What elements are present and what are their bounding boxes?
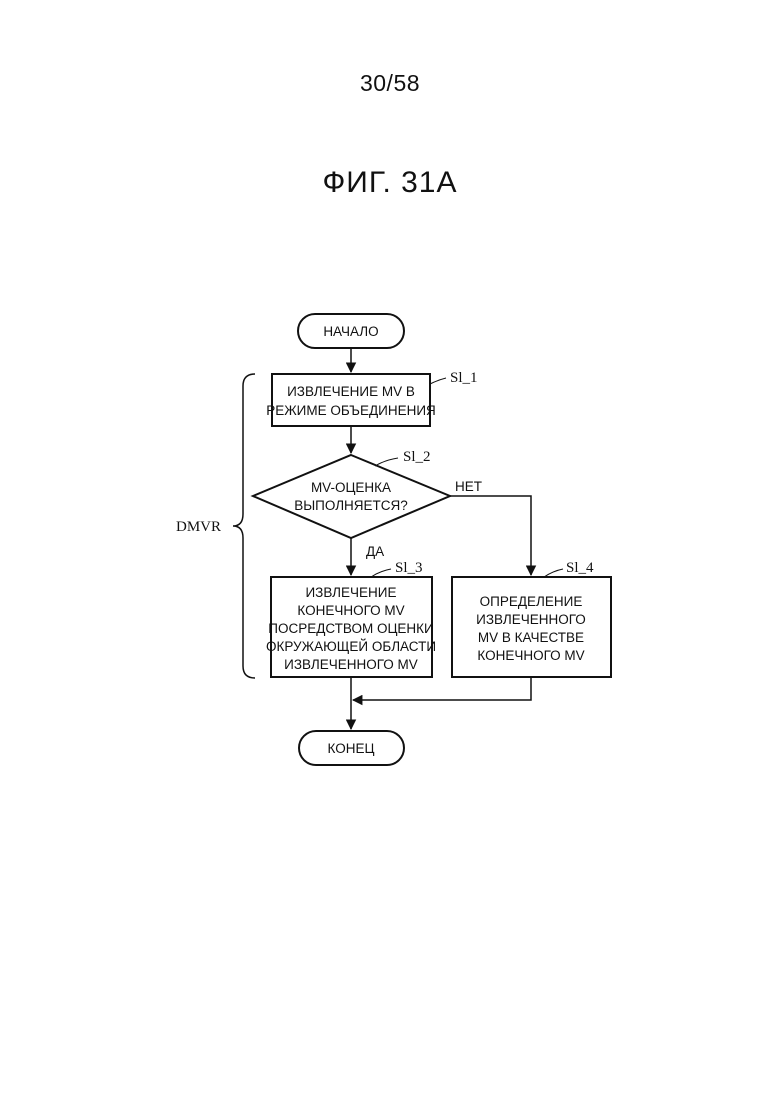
step-4-line-3: MV В КАЧЕСТВЕ bbox=[478, 630, 584, 645]
step-3-ref: Sl_3 bbox=[395, 560, 423, 576]
step-4-line-4: КОНЕЧНОГО MV bbox=[477, 648, 584, 663]
step-4-line-1: ОПРЕДЕЛЕНИЕ bbox=[480, 594, 583, 609]
arrow-no-branch bbox=[450, 496, 531, 575]
yes-label: ДА bbox=[366, 544, 384, 559]
step-1-line-2: РЕЖИМЕ ОБЪЕДИНЕНИЯ bbox=[266, 403, 436, 418]
decision-line-2: ВЫПОЛНЯЕТСЯ? bbox=[294, 498, 408, 513]
step-4-ref: Sl_4 bbox=[566, 560, 594, 576]
start-label: НАЧАЛО bbox=[323, 324, 378, 339]
decision-ref-leader bbox=[375, 458, 398, 466]
step-3-line-1: ИЗВЛЕЧЕНИЕ bbox=[305, 585, 396, 600]
step-1-ref-leader bbox=[430, 378, 446, 384]
end-terminal: КОНЕЦ bbox=[299, 731, 404, 765]
step-4-ref-leader bbox=[544, 569, 563, 577]
decision-step-2: MV-ОЦЕНКА ВЫПОЛНЯЕТСЯ? bbox=[253, 455, 450, 538]
step-4-line-2: ИЗВЛЕЧЕННОГО bbox=[476, 612, 586, 627]
step-3-line-5: ИЗВЛЕЧЕННОГО MV bbox=[284, 657, 418, 672]
step-3-ref-leader bbox=[371, 569, 391, 577]
step-3-line-4: ОКРУЖАЮЩЕЙ ОБЛАСТИ bbox=[266, 639, 436, 654]
decision-ref: Sl_2 bbox=[403, 449, 431, 465]
decision-line-1: MV-ОЦЕНКА bbox=[311, 480, 391, 495]
start-terminal: НАЧАЛО bbox=[298, 314, 404, 348]
end-label: КОНЕЦ bbox=[328, 741, 375, 756]
step-1-box: ИЗВЛЕЧЕНИЕ MV В РЕЖИМЕ ОБЪЕДИНЕНИЯ bbox=[266, 374, 436, 426]
dmvr-group-label: DMVR bbox=[176, 519, 221, 535]
step-3-box: ИЗВЛЕЧЕНИЕ КОНЕЧНОГО MV ПОСРЕДСТВОМ ОЦЕН… bbox=[266, 577, 436, 677]
dmvr-group-brace bbox=[233, 374, 255, 678]
arrow-step4-merge bbox=[353, 677, 531, 700]
step-1-ref: Sl_1 bbox=[450, 370, 478, 386]
step-3-line-2: КОНЕЧНОГО MV bbox=[297, 603, 404, 618]
no-label: НЕТ bbox=[455, 479, 482, 494]
step-1-line-1: ИЗВЛЕЧЕНИЕ MV В bbox=[287, 384, 415, 399]
step-3-line-3: ПОСРЕДСТВОМ ОЦЕНКИ bbox=[268, 621, 434, 636]
step-4-box: ОПРЕДЕЛЕНИЕ ИЗВЛЕЧЕННОГО MV В КАЧЕСТВЕ К… bbox=[452, 577, 611, 677]
